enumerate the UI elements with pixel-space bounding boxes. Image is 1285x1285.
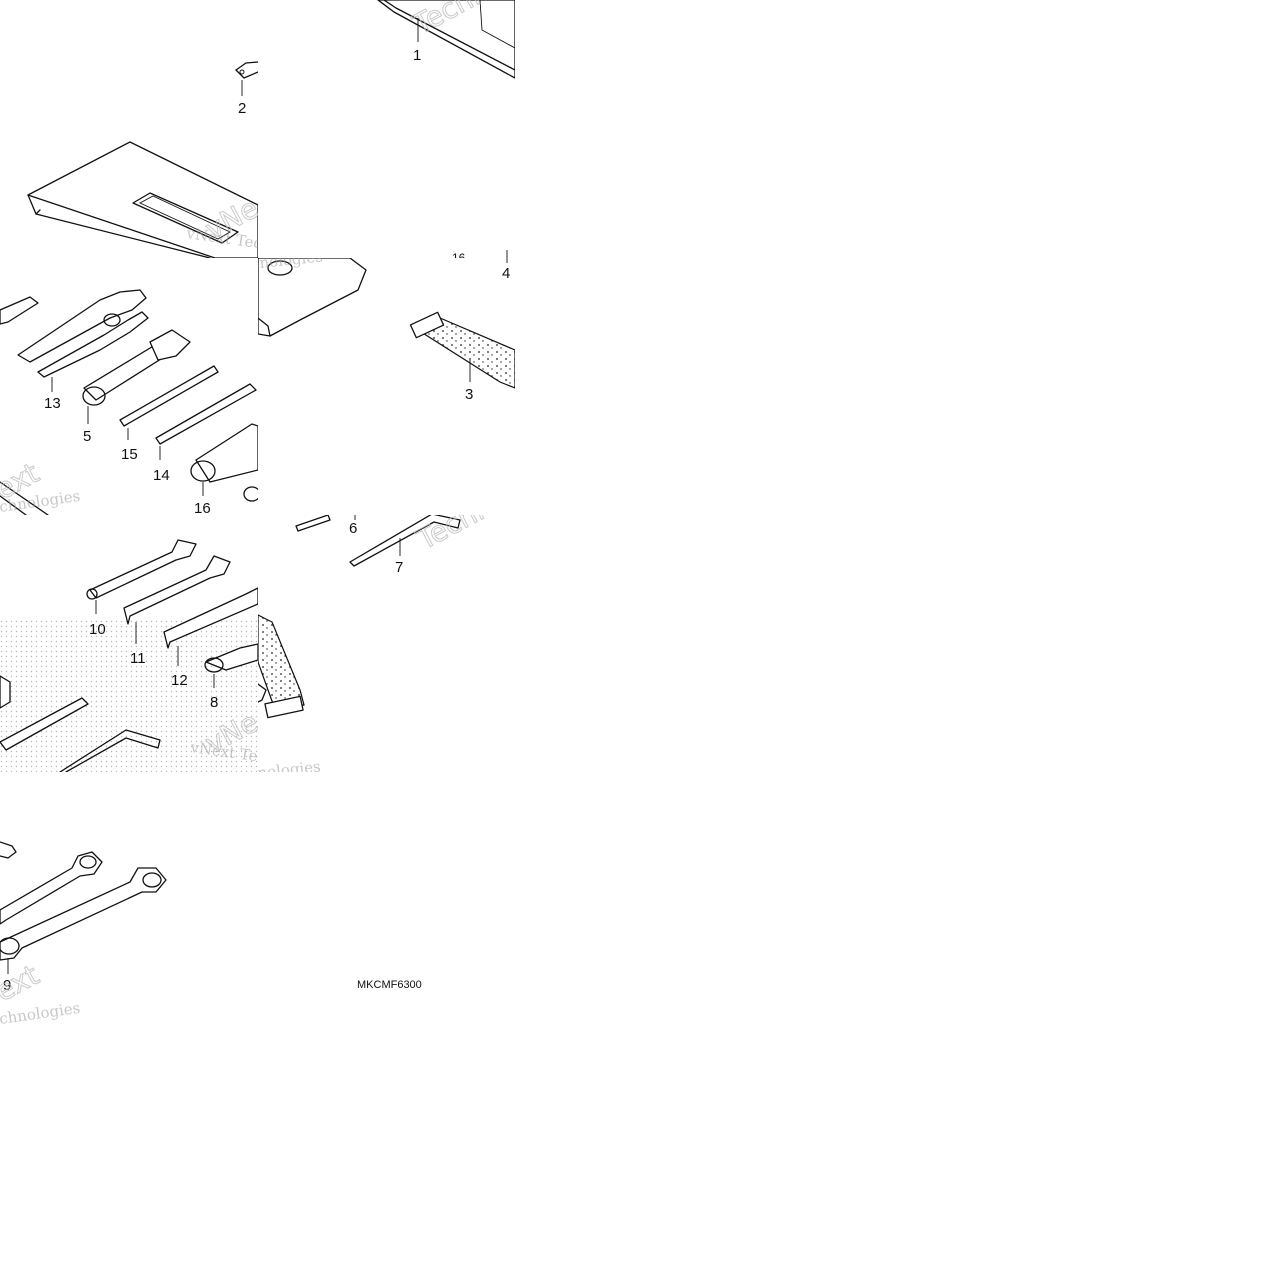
callout-11: 11 — [130, 650, 146, 667]
callout-9: 9 — [3, 977, 11, 994]
callout-4: 4 — [502, 265, 510, 282]
callout-12: 12 — [171, 672, 188, 689]
callout-8: 8 — [210, 694, 218, 711]
ring-wrenches-drawing: 9 ext chnologies — [0, 841, 167, 1028]
drawing-code: MKCMF6300 — [357, 979, 422, 991]
open-end-wrenches-drawing: 10 11 12 8 vNext Tec vNe — [0, 539, 258, 772]
tool-bag-flap-drawing: 2 vNext Tec vNe — [27, 61, 258, 258]
watermark-text: ext — [0, 958, 44, 1008]
callout-5: 5 — [83, 428, 91, 445]
callout-13: 13 — [44, 395, 61, 412]
callout-16: 16 — [194, 500, 211, 517]
hex-keys-drawing: 6 7 Techn nologies — [257, 489, 499, 782]
callout-10: 10 — [89, 621, 106, 638]
callout-6: 6 — [349, 520, 357, 537]
callout-16-partial: 16 — [452, 251, 466, 265]
drawing-code-area: MKCMF6300 — [357, 979, 422, 991]
watermark-text: Techn — [411, 489, 498, 556]
callout-14: 14 — [153, 467, 170, 484]
tool-bag-drawing: 1 Techno 16 — [377, 0, 515, 265]
strap-drawing: 3 4 nologies — [258, 258, 515, 403]
hand-tools-drawing: 13 5 15 14 16 ext chnologies — [0, 289, 258, 517]
callout-2: 2 — [238, 100, 246, 117]
callout-15: 15 — [121, 446, 138, 463]
callout-7: 7 — [395, 559, 403, 576]
callout-1: 1 — [413, 47, 421, 64]
watermark-text: nologies — [257, 757, 322, 782]
callout-3: 3 — [465, 386, 473, 403]
